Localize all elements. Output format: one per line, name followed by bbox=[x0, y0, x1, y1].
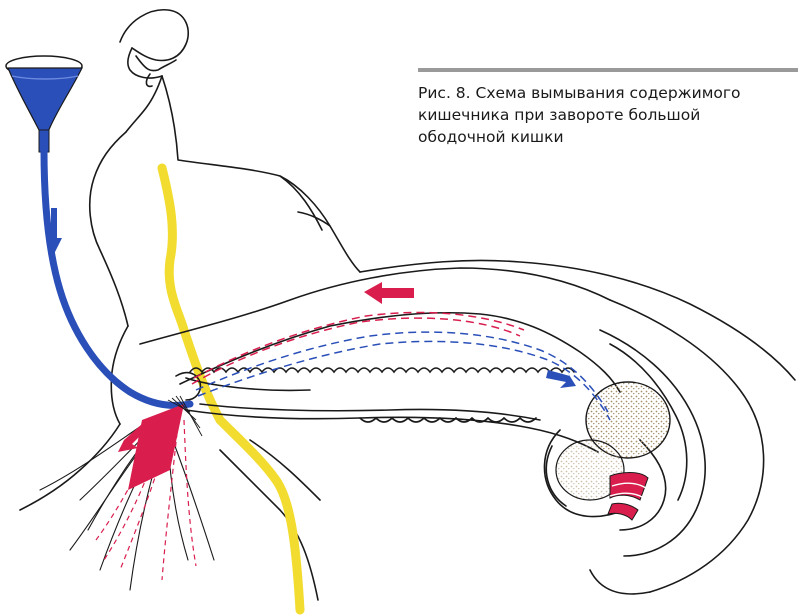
impaction-mass bbox=[585, 381, 671, 459]
torsion-twist bbox=[607, 472, 649, 521]
caption-text: Рис. 8. Схема вымывания содержимого кише… bbox=[418, 84, 741, 146]
body-outline bbox=[19, 9, 796, 601]
outflow-dashed-red bbox=[191, 317, 521, 385]
arrow-down-icon bbox=[46, 208, 62, 254]
inflow-dashed-blue bbox=[195, 331, 609, 413]
arrow-right-icon bbox=[546, 370, 576, 388]
hind-leg-outline bbox=[110, 325, 129, 425]
arrow-down-left-icon bbox=[118, 424, 146, 452]
flow-lines bbox=[191, 311, 611, 421]
lavage-hose bbox=[40, 146, 194, 409]
spine-line bbox=[157, 163, 305, 615]
funnel-icon bbox=[5, 55, 83, 153]
impaction-mass-lower bbox=[555, 439, 625, 501]
caption-rule bbox=[418, 68, 798, 72]
belly-line bbox=[359, 259, 796, 381]
figure-caption: Рис. 8. Схема вымывания содержимого кише… bbox=[418, 68, 798, 148]
colon-haustra bbox=[189, 367, 575, 374]
arrow-left-icon bbox=[364, 282, 414, 304]
tail-outline bbox=[119, 9, 190, 62]
back-line bbox=[88, 131, 129, 327]
colon-loop bbox=[139, 267, 765, 595]
